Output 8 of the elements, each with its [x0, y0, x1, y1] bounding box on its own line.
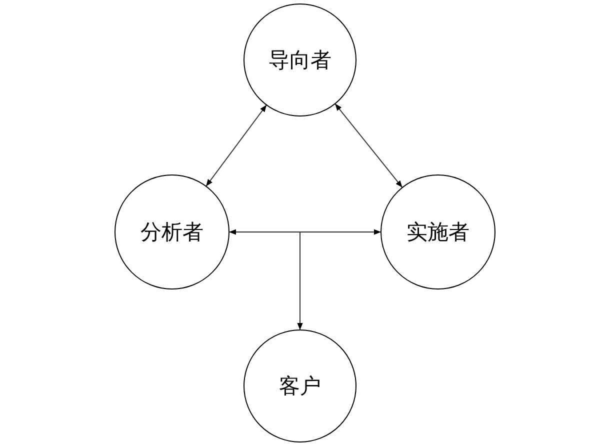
- node-label: 实施者: [406, 219, 470, 246]
- node-label: 分析者: [140, 219, 204, 246]
- node-label: 客户: [278, 373, 322, 400]
- node-label: 导向者: [268, 47, 332, 74]
- arrow: [228, 229, 382, 235]
- arrow: [297, 232, 303, 330]
- arrow: [334, 103, 403, 188]
- arrow: [206, 104, 268, 187]
